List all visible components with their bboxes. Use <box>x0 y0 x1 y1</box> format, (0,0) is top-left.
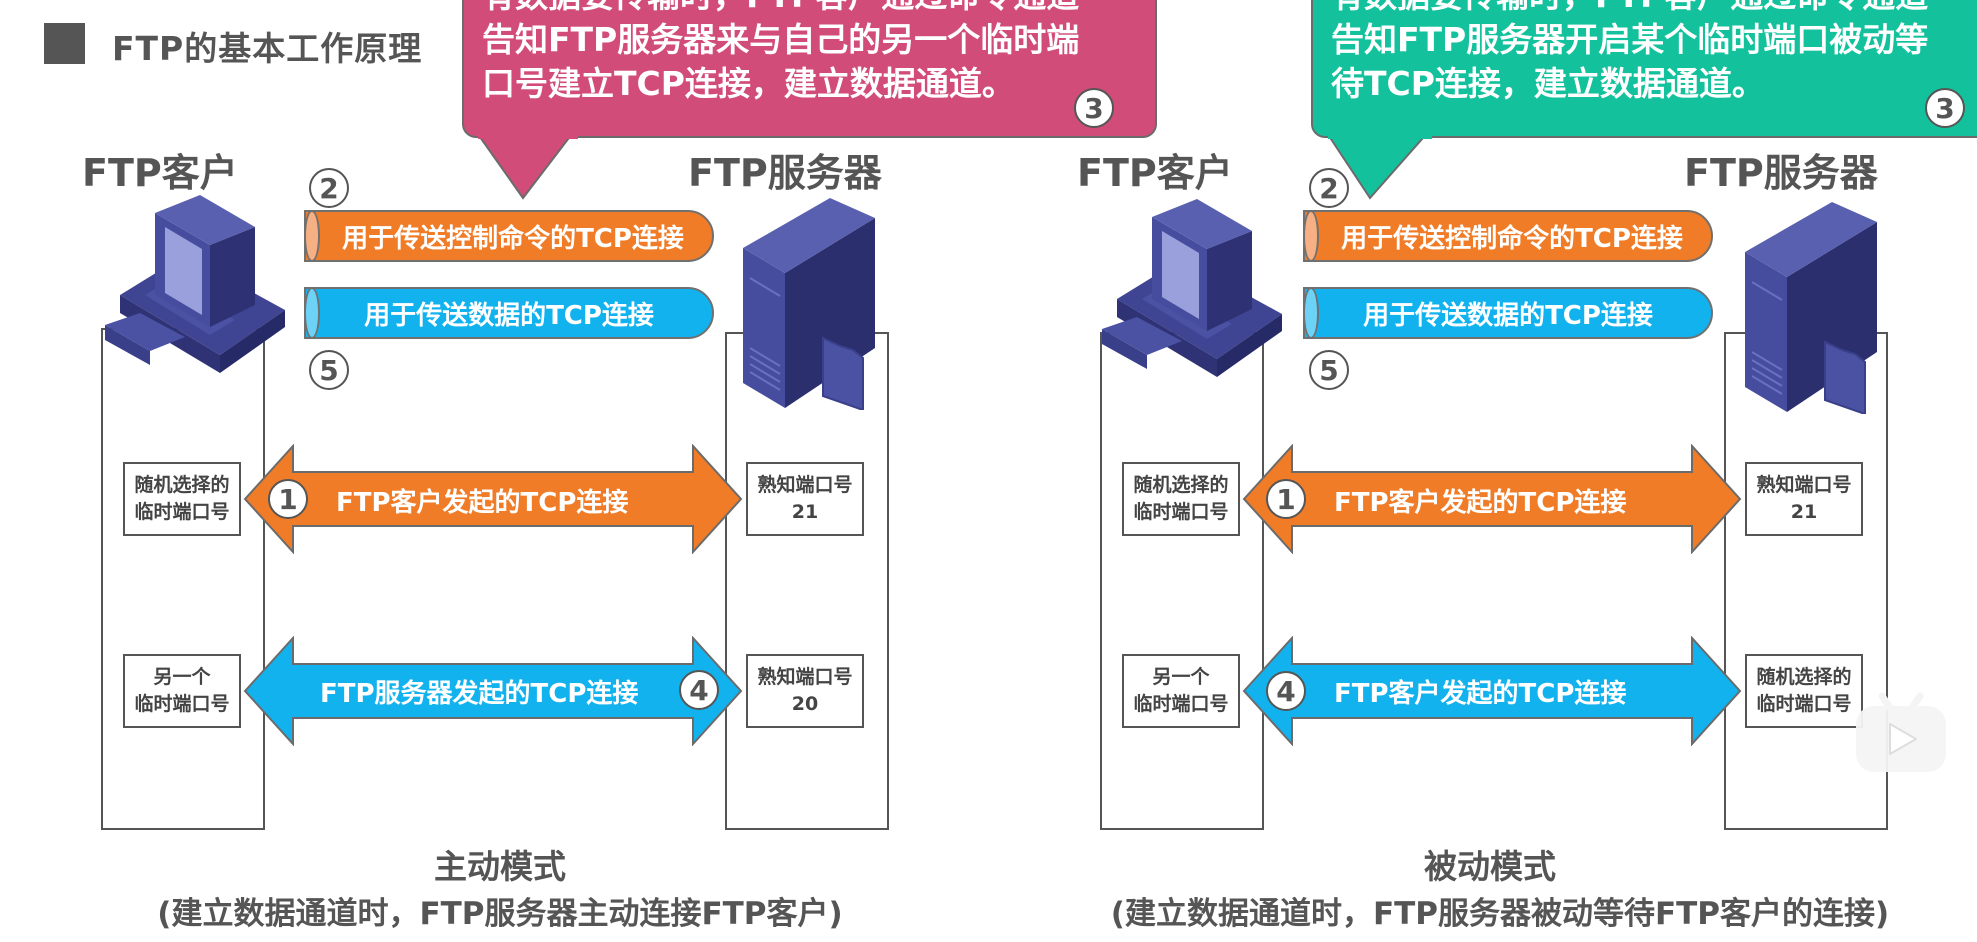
step-5-badge: 5 <box>309 350 349 390</box>
step-4-badge: 4 <box>1266 671 1306 711</box>
mode-description: (建立数据通道时，FTP服务器主动连接FTP客户) <box>157 896 843 932</box>
client-initiated-arrow <box>243 444 743 554</box>
client-computer-icon <box>1102 199 1282 377</box>
bubble-tail-join <box>478 133 578 139</box>
port-line: 熟知端口号 <box>1756 474 1852 496</box>
pipe-cap <box>1303 210 1319 262</box>
client-computer-icon <box>105 195 285 373</box>
port-line: 20 <box>791 693 819 715</box>
port-line: 随机选择的 <box>1133 474 1229 496</box>
client-port-box: 另一个 临时端口号 <box>123 654 241 728</box>
step-5-badge: 5 <box>1309 350 1349 390</box>
server-port-box: 熟知端口号 20 <box>746 654 864 728</box>
video-play-icon[interactable] <box>1852 688 1950 774</box>
passive-callout-bubble: 有数据要传输时，FTP客户通过命令通道 告知FTP服务器开启某个临时端口被动等 … <box>1311 0 1977 138</box>
client-column <box>1100 332 1264 830</box>
server-port-box: 随机选择的 临时端口号 <box>1745 654 1863 728</box>
arrow-label: FTP客户发起的TCP连接 <box>1334 679 1627 709</box>
step-2-badge: 2 <box>1309 168 1349 208</box>
server-port-box: 熟知端口号 21 <box>1745 462 1863 536</box>
control-connection-pipe: 用于传送控制命令的TCP连接 <box>304 210 714 262</box>
client-initiated-arrow <box>1242 444 1742 554</box>
server-port-box: 熟知端口号 21 <box>746 462 864 536</box>
arrow-label: FTP客户发起的TCP连接 <box>1334 488 1627 518</box>
title-bullet-icon <box>44 23 85 64</box>
page-title: FTP的基本工作原理 <box>112 29 423 68</box>
active-callout-bubble: 有数据要传输时，FTP客户通过命令通道 告知FTP服务器来与自己的另一个临时端 … <box>462 0 1157 138</box>
server-tower-icon <box>1745 202 1877 414</box>
step-3-badge: 3 <box>1074 88 1114 128</box>
port-line: 另一个 <box>1152 666 1210 688</box>
bubble-line: 有数据要传输时，FTP客户通过命令通道 <box>1331 0 1977 18</box>
step-1-badge: 1 <box>268 479 308 519</box>
bubble-tail-join <box>1328 133 1432 139</box>
control-connection-pipe: 用于传送控制命令的TCP连接 <box>1303 210 1713 262</box>
bubble-line: 有数据要传输时，FTP客户通过命令通道 <box>482 0 1137 18</box>
arrow-label: FTP服务器发起的TCP连接 <box>320 679 639 709</box>
client-port-box: 随机选择的 临时端口号 <box>1122 462 1240 536</box>
client-column <box>101 328 265 830</box>
mode-title: 被动模式 <box>1424 847 1556 886</box>
mode-title: 主动模式 <box>434 847 566 886</box>
client-port-box: 随机选择的 临时端口号 <box>123 462 241 536</box>
port-line: 临时端口号 <box>1133 501 1229 523</box>
port-line: 熟知端口号 <box>757 474 853 496</box>
data-connection-pipe: 用于传送数据的TCP连接 <box>1303 287 1713 339</box>
bubble-line: 告知FTP服务器开启某个临时端口被动等 <box>1331 20 1929 59</box>
port-line: 21 <box>1790 501 1818 523</box>
pipe-label: 用于传送控制命令的TCP连接 <box>342 223 684 254</box>
mode-description: (建立数据通道时，FTP服务器被动等待FTP客户的连接) <box>1110 896 1890 932</box>
server-label: FTP服务器 <box>1684 151 1878 195</box>
step-4-badge: 4 <box>679 670 719 710</box>
bubble-line: 告知FTP服务器来与自己的另一个临时端 <box>482 20 1080 59</box>
arrow-label: FTP客户发起的TCP连接 <box>336 488 629 518</box>
bubble-line: 待TCP连接，建立数据通道。 <box>1331 64 1765 103</box>
client-initiated-data-arrow <box>1242 636 1742 746</box>
pipe-label: 用于传送控制命令的TCP连接 <box>1341 223 1683 254</box>
server-tower-icon <box>743 198 875 410</box>
port-line: 临时端口号 <box>1756 693 1852 715</box>
server-initiated-arrow <box>243 636 743 746</box>
pipe-cap <box>304 287 320 339</box>
port-line: 熟知端口号 <box>757 666 853 688</box>
client-label: FTP客户 <box>1077 151 1233 195</box>
pipe-cap <box>304 210 320 262</box>
port-line: 临时端口号 <box>134 501 230 523</box>
step-3-badge: 3 <box>1925 88 1965 128</box>
port-line: 21 <box>791 501 819 523</box>
port-line: 临时端口号 <box>134 693 230 715</box>
bubble-line: 口号建立TCP连接，建立数据通道。 <box>482 64 1015 103</box>
port-line: 临时端口号 <box>1133 693 1229 715</box>
pipe-cap <box>1303 287 1319 339</box>
step-2-badge: 2 <box>309 168 349 208</box>
port-line: 随机选择的 <box>1756 666 1852 688</box>
step-1-badge: 1 <box>1266 479 1306 519</box>
client-label: FTP客户 <box>82 151 238 195</box>
pipe-label: 用于传送数据的TCP连接 <box>364 300 654 331</box>
client-port-box: 另一个 临时端口号 <box>1122 654 1240 728</box>
port-line: 另一个 <box>153 666 211 688</box>
pipe-label: 用于传送数据的TCP连接 <box>1363 300 1653 331</box>
data-connection-pipe: 用于传送数据的TCP连接 <box>304 287 714 339</box>
port-line: 随机选择的 <box>134 474 230 496</box>
server-label: FTP服务器 <box>688 151 882 195</box>
